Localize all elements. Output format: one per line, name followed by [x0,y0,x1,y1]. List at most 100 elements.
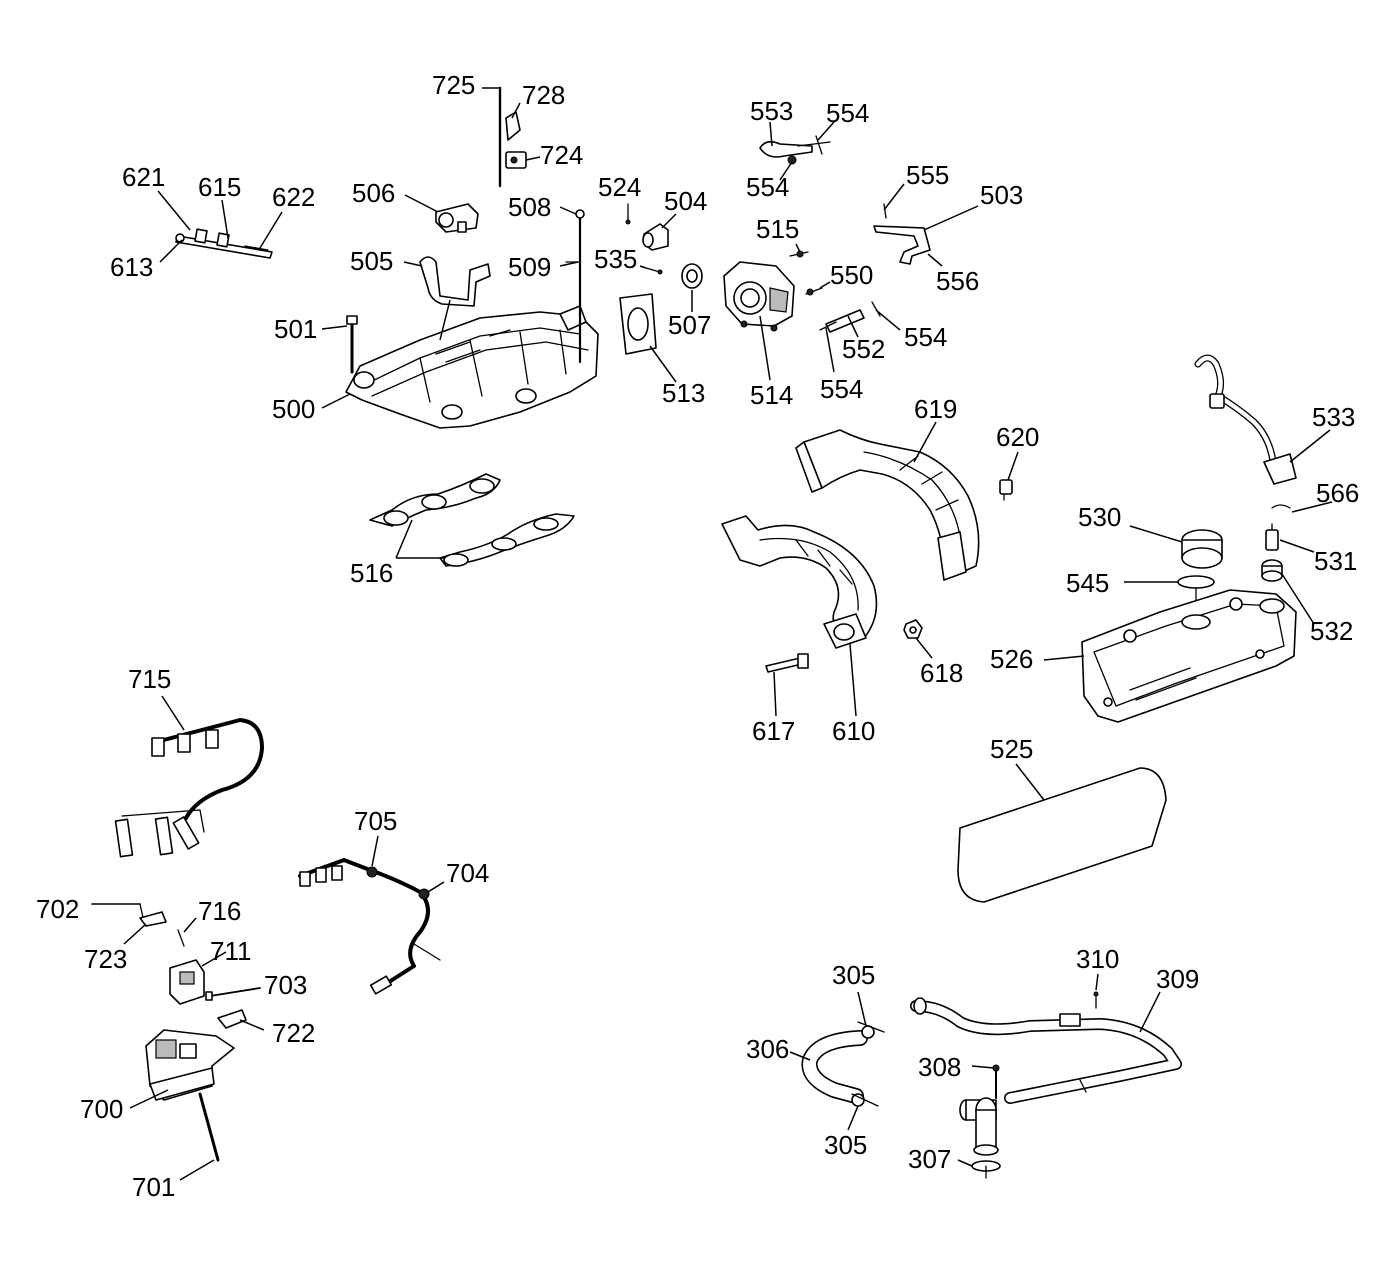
intake-manifold-gaskets-part [369,473,575,567]
label-526: 526 [990,644,1033,674]
label-500: 500 [272,394,315,424]
vacuum-fitting-part [759,135,831,165]
label-723: 723 [84,944,127,974]
label-307: 307 [908,1144,951,1174]
label-610: 610 [832,716,875,746]
label-506: 506 [352,178,395,208]
label-728: 728 [522,80,565,110]
part-callout-labels: 725 728 724 553 554 554 621 615 622 613 … [36,70,1359,1202]
vacuum-hose-part [819,301,881,333]
label-722: 722 [272,1018,315,1048]
engine-wiring-harness-part [298,858,441,995]
label-514: 514 [750,380,793,410]
valve-rocker-cover-part [1081,589,1297,723]
label-552: 552 [842,334,885,364]
stud-bolt-part [765,653,809,673]
label-308: 308 [918,1052,961,1082]
screw-part [805,287,823,296]
label-524: 524 [598,172,641,202]
label-550: 550 [830,260,873,290]
label-617: 617 [752,716,795,746]
seal-ring-part [681,263,703,289]
label-516: 516 [350,558,393,588]
label-509: 509 [508,252,551,282]
label-703: 703 [264,970,307,1000]
valve-cover-gasket-part [957,767,1167,903]
label-533: 533 [1312,402,1355,432]
label-621: 621 [122,162,165,192]
coolant-fitting-part [959,1064,1001,1179]
label-724: 724 [540,140,583,170]
label-622: 622 [272,182,315,212]
label-505: 505 [350,246,393,276]
label-620: 620 [996,422,1039,452]
small-screw-part [645,267,663,275]
label-532: 532 [1310,616,1353,646]
screw-part [789,250,809,258]
bolt-part [1093,991,1099,1009]
label-535: 535 [594,244,637,274]
label-700: 700 [80,1094,123,1124]
coolant-hose-part [801,1021,885,1107]
fastener-part [625,203,631,225]
throttle-body-part [723,261,795,332]
label-613: 613 [110,252,153,282]
label-553: 553 [750,96,793,126]
nut-part [903,619,923,639]
label-556: 556 [936,266,979,296]
label-515: 515 [756,214,799,244]
label-554: 554 [746,172,789,202]
label-618: 618 [920,658,963,688]
intake-manifold-part [345,305,599,429]
label-705: 705 [354,806,397,836]
ignition-coil-part [169,959,205,1005]
cap-part [642,223,669,251]
label-704: 704 [446,858,489,888]
long-bolt-part [198,1092,220,1162]
label-701: 701 [132,1172,175,1202]
label-310: 310 [1076,944,1119,974]
label-507: 507 [668,310,711,340]
label-503: 503 [980,180,1023,210]
coolant-bypass-pipe-part [910,997,1182,1104]
label-725: 725 [432,70,475,100]
label-525: 525 [990,734,1033,764]
air-inlet-tube-part [721,515,878,649]
label-501: 501 [274,314,317,344]
seal-part [1177,575,1215,589]
label-711: 711 [210,936,251,966]
rod-bracket-part [498,86,527,188]
bracket-part [91,903,167,927]
label-715: 715 [128,664,171,694]
label-513: 513 [662,378,705,408]
label-702: 702 [36,894,79,924]
grommet-part [1261,559,1283,582]
label-619: 619 [914,394,957,424]
bolt-part [205,987,261,1001]
label-531: 531 [1314,546,1357,576]
label-306: 306 [746,1034,789,1064]
screw-part [177,929,185,947]
label-716: 716 [198,896,241,926]
oil-filler-cap-part [1181,529,1223,569]
label-530: 530 [1078,502,1121,532]
label-615: 615 [198,172,241,202]
sensor-part [435,203,479,233]
label-555: 555 [906,160,949,190]
label-554: 554 [820,374,863,404]
label-566: 566 [1316,478,1359,508]
label-305: 305 [832,960,875,990]
label-309: 309 [1156,964,1199,994]
label-305: 305 [824,1130,867,1160]
ignition-wiring-harness-part [114,718,264,858]
ignition-control-module-part [145,1029,235,1101]
label-508: 508 [508,192,551,222]
pcv-valve-part [1265,523,1279,551]
label-545: 545 [1066,568,1109,598]
fuel-injector-rail-part [175,228,273,259]
throttle-body-gasket-part [619,293,657,355]
label-504: 504 [664,186,707,216]
bracket-part [419,256,491,307]
air-intake-duct-part [795,429,980,581]
